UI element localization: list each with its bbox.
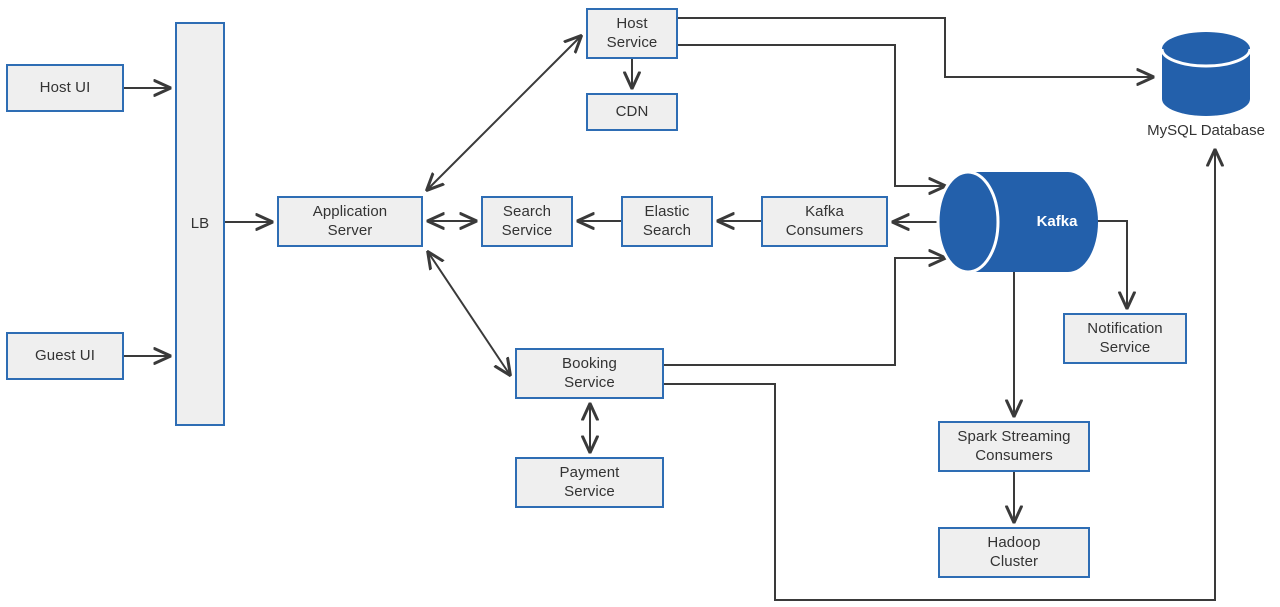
connector-kafka-to-notification-service (1094, 220, 1127, 308)
node-kafka-cylinder[interactable] (936, 170, 1098, 274)
node-payment-service-label: Payment Service (559, 464, 620, 500)
node-cdn-label: CDN (615, 102, 649, 120)
node-search-service-label: Search Service (501, 203, 553, 239)
node-hadoop-cluster[interactable]: Hadoop Cluster (938, 527, 1090, 578)
node-kafka-label: Kafka (1036, 213, 1078, 230)
node-host-service[interactable]: Host Service (586, 8, 678, 59)
node-kafka-consumers[interactable]: Kafka Consumers (761, 196, 888, 247)
node-guest-ui-label: Guest UI (35, 346, 95, 364)
connector-host-service-to-kafka (678, 44, 945, 186)
node-hadoop-cluster-label: Hadoop Cluster (987, 534, 1041, 570)
node-host-service-label: Host Service (606, 15, 658, 51)
node-application-server[interactable]: Application Server (277, 196, 423, 247)
node-host-ui[interactable]: Host UI (6, 64, 124, 112)
node-payment-service[interactable]: Payment Service (515, 457, 664, 508)
node-spark-streaming-consumers[interactable]: Spark Streaming Consumers (938, 421, 1090, 472)
node-search-service[interactable]: Search Service (481, 196, 573, 247)
node-lb-label: LB (190, 214, 210, 232)
node-notification-service-label: Notification Service (1087, 320, 1163, 356)
node-booking-service[interactable]: Booking Service (515, 348, 664, 399)
node-elastic-search-label: Elastic Search (642, 203, 692, 239)
node-notification-service[interactable]: Notification Service (1063, 313, 1187, 364)
node-mysql-database-cylinder[interactable] (1160, 32, 1252, 116)
node-lb[interactable]: LB (175, 22, 225, 426)
node-host-ui-label: Host UI (39, 78, 91, 96)
node-cdn[interactable]: CDN (586, 93, 678, 131)
node-spark-streaming-consumers-label: Spark Streaming Consumers (957, 428, 1071, 464)
node-application-server-label: Application Server (312, 203, 388, 239)
connector-booking-service-to-kafka (664, 258, 945, 366)
connector-host-service-to-mysql (678, 17, 1153, 77)
connector-application-server-to-host-service (427, 36, 581, 190)
node-elastic-search[interactable]: Elastic Search (621, 196, 713, 247)
node-mysql-database-label: MySQL Database (1147, 122, 1265, 139)
connector-application-server-to-booking-service (428, 252, 510, 375)
node-kafka-consumers-label: Kafka Consumers (785, 203, 864, 239)
node-guest-ui[interactable]: Guest UI (6, 332, 124, 380)
connector-booking-service-to-mysql (664, 150, 1215, 601)
node-booking-service-label: Booking Service (562, 355, 617, 391)
